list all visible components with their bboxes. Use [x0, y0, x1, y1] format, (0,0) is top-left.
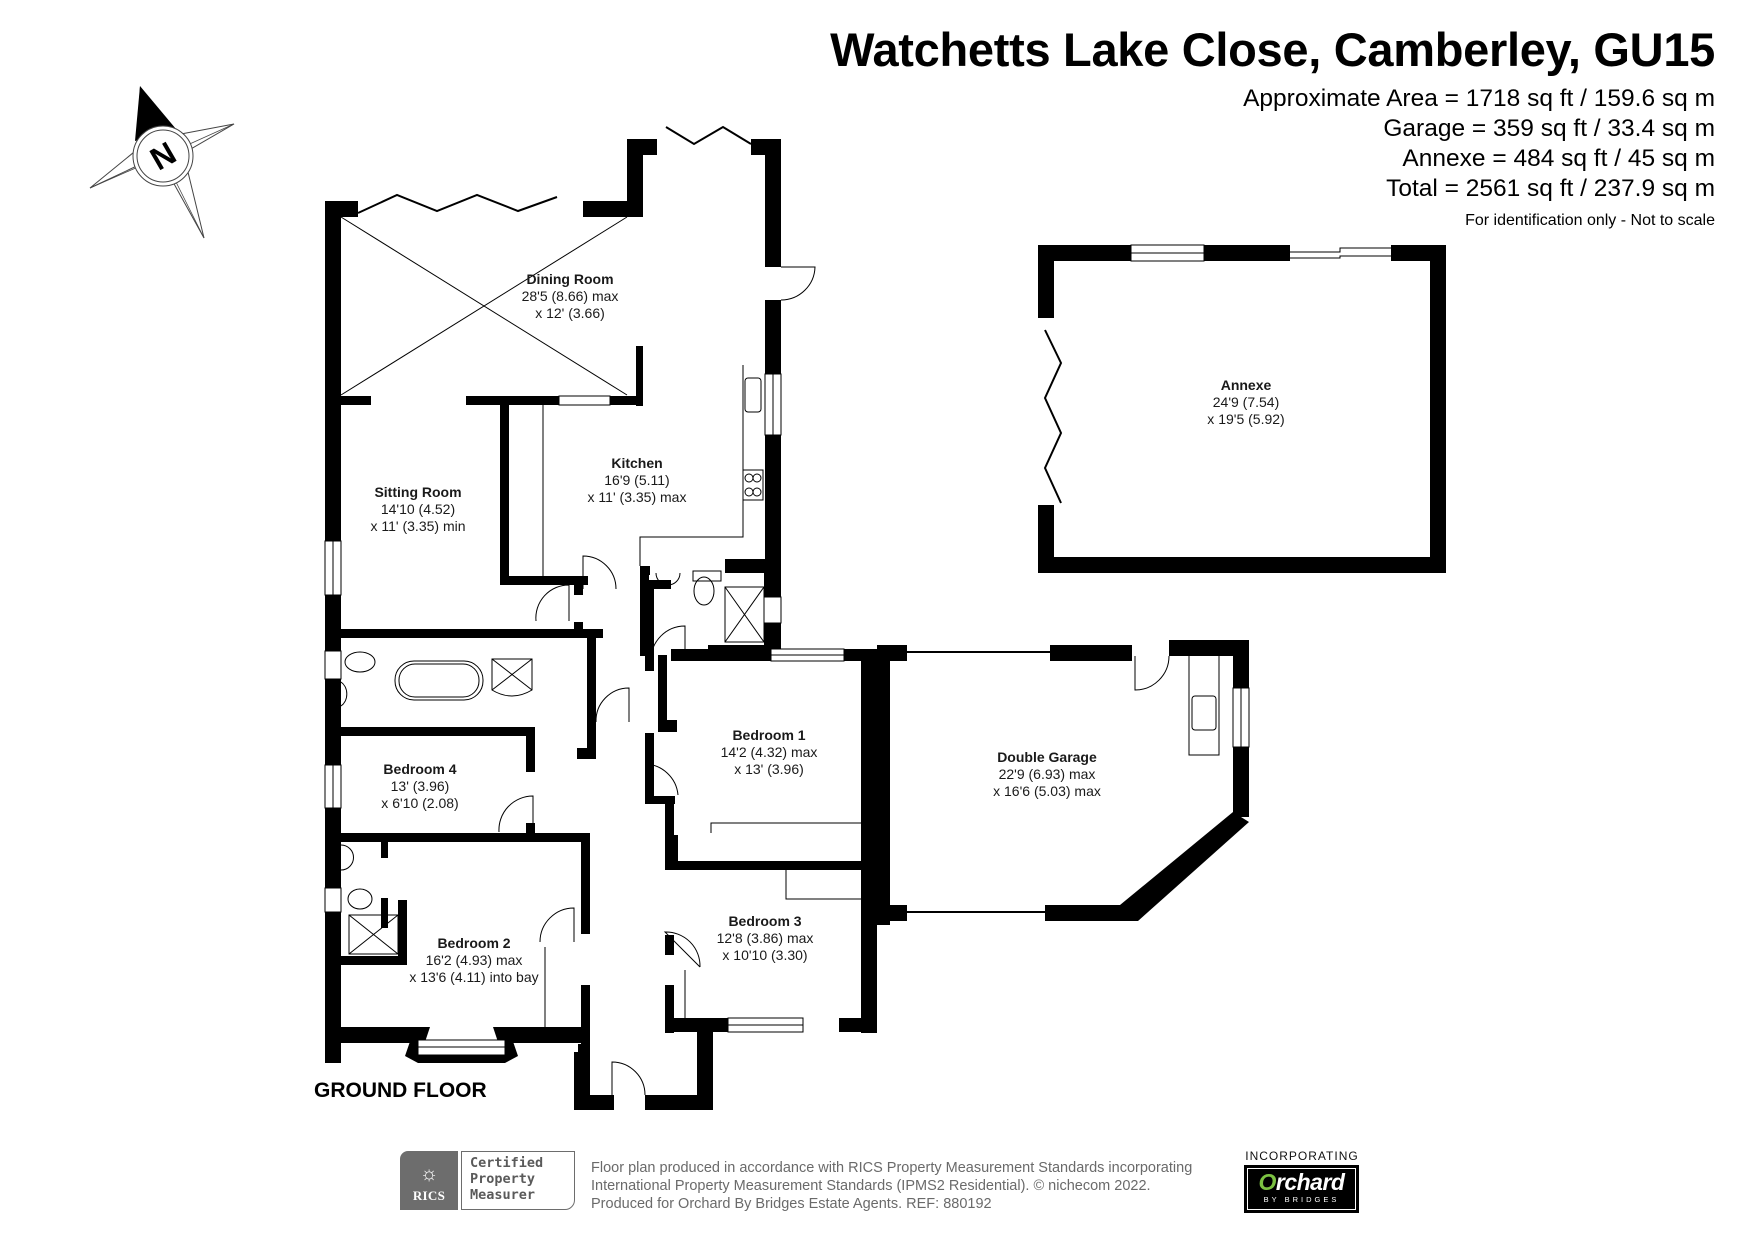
- rics-lion-icon: ☼: [419, 1163, 439, 1185]
- footer-notes: Floor plan produced in accordance with R…: [591, 1159, 1192, 1213]
- room-double-garage: Double Garage 22'9 (6.93) max x 16'6 (5.…: [993, 749, 1101, 800]
- floor-label: GROUND FLOOR: [314, 1079, 487, 1102]
- room-dim-1: 14'2 (4.32) max: [720, 744, 818, 760]
- disclaimer: For identification only - Not to scale: [1465, 212, 1715, 229]
- room-dim-1: 24'9 (7.54): [1212, 394, 1280, 410]
- room-dim-1: 16'2 (4.93) max: [425, 952, 523, 968]
- room-name: Bedroom 3: [728, 913, 802, 929]
- footer-line: Floor plan produced in accordance with R…: [591, 1160, 1193, 1176]
- property-title: Watchetts Lake Close, Camberley, GU15: [830, 23, 1715, 76]
- area-approximate: Approximate Area = 1718 sq ft / 159.6 sq…: [1243, 85, 1715, 112]
- room-dim-1: 28'5 (8.66) max: [521, 288, 619, 304]
- room-dim-1: 22'9 (6.93) max: [998, 766, 1096, 782]
- rics-seal-text: RICS: [412, 1188, 446, 1203]
- orchard-logo: Orchard BY BRIDGES: [1244, 1165, 1359, 1213]
- orchard-apple-o: O: [1258, 1169, 1277, 1195]
- fixtures: [324, 125, 1391, 1096]
- orchard-brand: Orchard: [1248, 1169, 1355, 1195]
- room-dim-2: x 11' (3.35) min: [370, 518, 466, 534]
- rics-certified-text: Certified Property Measurer: [461, 1151, 575, 1210]
- room-dim-1: 16'9 (5.11): [604, 472, 670, 488]
- footer-line: International Property Measurement Stand…: [591, 1178, 1151, 1194]
- room-annexe: Annexe 24'9 (7.54) x 19'5 (5.92): [1207, 377, 1284, 428]
- orchard-brand-rest: rchard: [1275, 1169, 1345, 1195]
- room-dim-2: x 11' (3.35) max: [587, 489, 687, 505]
- room-dim-2: x 12' (3.66): [535, 305, 605, 321]
- room-dim-2: x 16'6 (5.03) max: [993, 783, 1101, 799]
- room-dim-1: 13' (3.96): [390, 778, 450, 794]
- incorporating-label: INCORPORATING: [1245, 1149, 1359, 1163]
- room-dim-2: x 13' (3.96): [734, 761, 804, 777]
- room-bedroom-4: Bedroom 4 13' (3.96) x 6'10 (2.08): [381, 761, 458, 812]
- room-dim-2: x 10'10 (3.30): [722, 947, 808, 963]
- room-name: Sitting Room: [374, 484, 462, 500]
- room-dim-1: 14'10 (4.52): [380, 501, 456, 517]
- area-garage: Garage = 359 sq ft / 33.4 sq m: [1383, 115, 1715, 142]
- room-dim-1: 12'8 (3.86) max: [716, 930, 814, 946]
- orchard-sub: BY BRIDGES: [1263, 1195, 1340, 1204]
- room-name: Bedroom 2: [437, 935, 511, 951]
- room-name: Dining Room: [526, 271, 614, 287]
- room-dim-2: x 6'10 (2.08): [381, 795, 459, 811]
- room-dim-2: x 19'5 (5.92): [1207, 411, 1285, 427]
- rics-seal: ☼ RICS: [400, 1151, 458, 1210]
- room-name: Bedroom 4: [383, 761, 457, 777]
- area-total: Total = 2561 sq ft / 237.9 sq m: [1386, 175, 1715, 202]
- room-kitchen: Kitchen 16'9 (5.11) x 11' (3.35) max: [588, 455, 687, 506]
- compass-north-icon: N: [89, 86, 235, 239]
- room-sitting-room: Sitting Room 14'10 (4.52) x 11' (3.35) m…: [370, 484, 465, 535]
- room-name: Double Garage: [997, 749, 1097, 765]
- footer-line: Produced for Orchard By Bridges Estate A…: [591, 1196, 992, 1212]
- area-annexe: Annexe = 484 sq ft / 45 sq m: [1402, 145, 1715, 172]
- cert-line: Certified: [470, 1155, 544, 1171]
- room-bedroom-3: Bedroom 3 12'8 (3.86) max x 10'10 (3.30): [717, 913, 814, 964]
- cert-line: Property: [470, 1171, 536, 1187]
- room-name: Bedroom 1: [732, 727, 806, 743]
- room-name: Annexe: [1220, 377, 1272, 393]
- area-summary: Approximate Area = 1718 sq ft / 159.6 sq…: [1243, 84, 1715, 204]
- room-dim-2: x 13'6 (4.11) into bay: [409, 969, 539, 985]
- walls: [325, 139, 1446, 1110]
- room-dining-room: Dining Room 28'5 (8.66) max x 12' (3.66): [522, 271, 619, 322]
- room-bedroom-1: Bedroom 1 14'2 (4.32) max x 13' (3.96): [721, 727, 818, 778]
- room-bedroom-2: Bedroom 2 16'2 (4.93) max x 13'6 (4.11) …: [409, 935, 538, 986]
- room-name: Kitchen: [611, 455, 663, 471]
- cert-line: Measurer: [470, 1187, 536, 1203]
- rics-badge: ☼ RICS Certified Property Measurer: [400, 1151, 575, 1210]
